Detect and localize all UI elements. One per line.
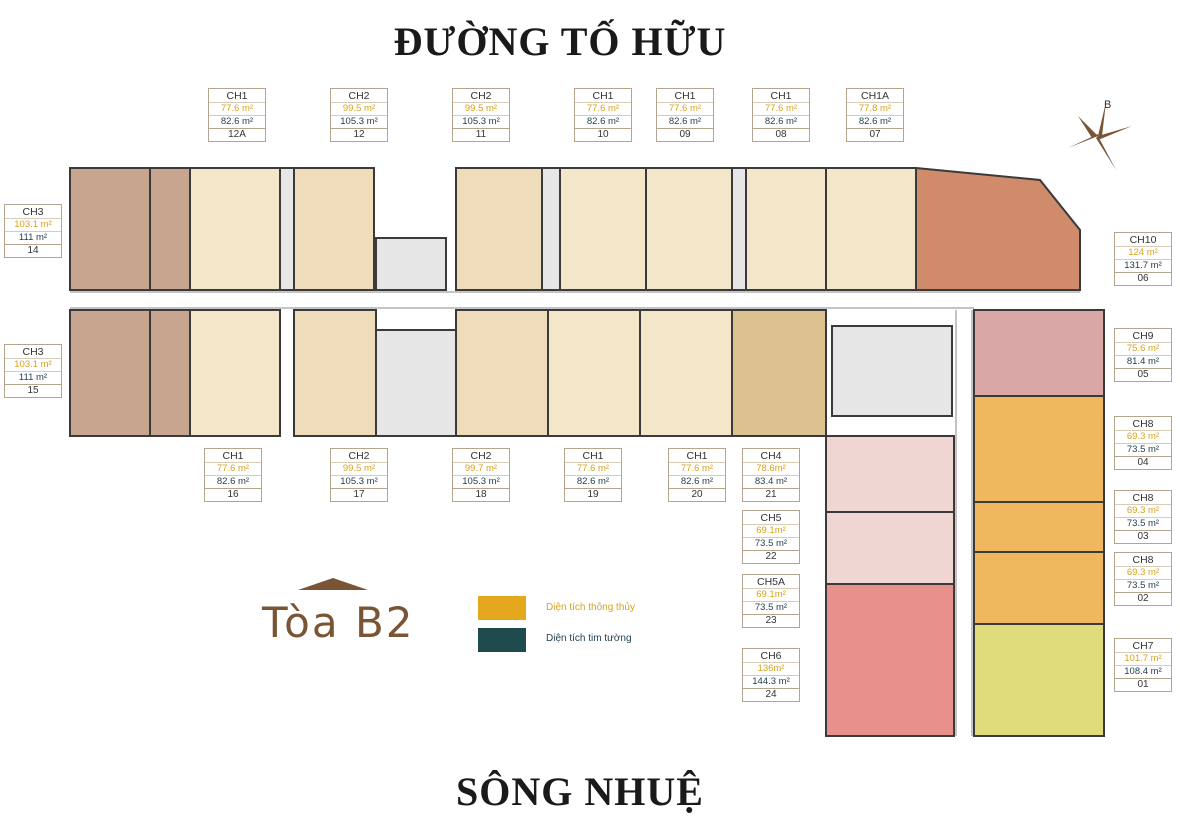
apartment-16-side	[149, 309, 191, 437]
apartment-10	[559, 167, 647, 291]
apartment-20	[639, 309, 733, 437]
core-top-right	[731, 167, 747, 291]
street-name-bottom: SÔNG NHUỆ	[456, 769, 704, 814]
apartment-12a	[149, 167, 191, 291]
apartment-07	[825, 167, 917, 291]
apartment-08	[745, 167, 827, 291]
core-right	[831, 325, 953, 417]
building-title: Tòa B2	[262, 598, 415, 647]
apartment-02	[973, 551, 1105, 625]
apartment-18	[455, 309, 549, 437]
core-top-left	[279, 167, 295, 291]
apartment-03	[973, 501, 1105, 553]
legend-label-gross: Diện tích tim tường	[546, 633, 632, 644]
core-top	[375, 237, 447, 291]
apartment-24	[825, 583, 955, 737]
compass-letter: B	[1104, 99, 1111, 111]
apartment-16	[189, 309, 281, 437]
legend-swatch-gross	[478, 628, 526, 652]
roof-icon	[298, 578, 368, 590]
apartment-22	[825, 435, 955, 513]
apartment-09	[645, 167, 733, 291]
apartment-05	[973, 309, 1105, 397]
apartment-04	[973, 395, 1105, 503]
apartment-12	[293, 167, 375, 291]
street-name-top: ĐƯỜNG TỐ HỮU	[393, 19, 727, 64]
apartment-23	[825, 511, 955, 585]
apartment-21	[731, 309, 827, 437]
core-top-mid	[541, 167, 561, 291]
legend-swatch-net	[478, 596, 526, 620]
compass-icon: B	[1068, 99, 1132, 170]
apartment-17	[293, 309, 377, 437]
apartment-12a-main	[189, 167, 281, 291]
apartment-11	[455, 167, 543, 291]
core-bottom	[375, 329, 457, 437]
apartment-19	[547, 309, 641, 437]
apartment-06	[915, 166, 1081, 291]
apartment-14	[69, 167, 151, 291]
apartment-01	[973, 623, 1105, 737]
apartment-15	[69, 309, 151, 437]
legend-label-net: Diện tích thông thủy	[546, 602, 635, 613]
